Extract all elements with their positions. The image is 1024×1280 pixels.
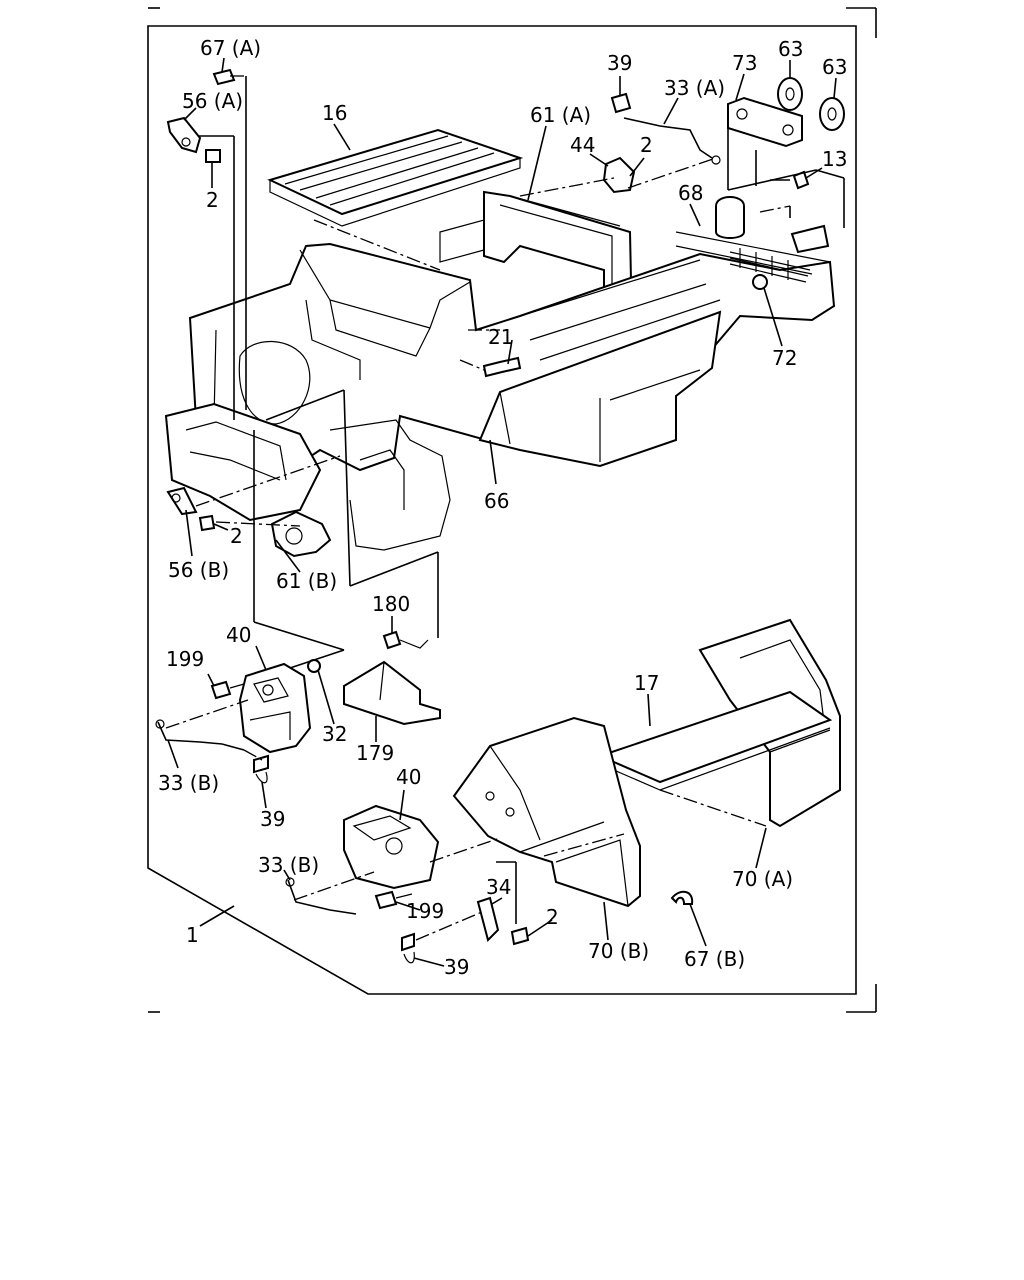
- callout-2c: 2: [230, 524, 243, 548]
- screw-180: [382, 630, 429, 650]
- screw-199a: [210, 680, 245, 700]
- callout-33a: 33 (A): [664, 76, 725, 100]
- callout-66: 66: [484, 489, 509, 513]
- clip-39a: [610, 92, 632, 114]
- clip-67b: [670, 890, 694, 905]
- bracket-56b: [166, 486, 198, 516]
- grommet-63b: [819, 97, 845, 131]
- callout-180: 180: [372, 592, 410, 616]
- grommet-63a: [777, 77, 803, 111]
- callout-33b-upper: 33 (B): [158, 771, 219, 795]
- callout-1: 1: [186, 923, 199, 947]
- callout-2a: 2: [206, 188, 219, 212]
- assembly-lines-upper: [195, 75, 845, 651]
- rod-33a: [623, 117, 721, 165]
- cover-179: [343, 660, 441, 726]
- callout-63a: 63: [778, 37, 803, 61]
- nut-72: [752, 274, 768, 290]
- rod-33b-upper: [155, 719, 245, 751]
- callout-68: 68: [678, 181, 703, 205]
- callout-17: 17: [634, 671, 659, 695]
- callout-labels: 67 (A) 56 (A) 2 16 39 33 (A) 73 63 63 61…: [158, 36, 847, 979]
- callout-44: 44: [570, 133, 595, 157]
- callout-70a: 70 (A): [732, 867, 793, 891]
- callout-72: 72: [772, 346, 797, 370]
- callout-32: 32: [322, 722, 347, 746]
- callout-61a: 61 (A): [530, 103, 591, 127]
- callout-39b: 39: [260, 807, 285, 831]
- assembly-border: [147, 25, 857, 995]
- duct-70b: [452, 716, 641, 908]
- rod-33b-lower: [285, 877, 357, 915]
- callout-67a: 67 (A): [200, 36, 261, 60]
- assembly-lines-lower-right: [293, 789, 767, 941]
- actuator-61b: [270, 510, 332, 558]
- callout-21: 21: [488, 325, 513, 349]
- clip-67a: [212, 68, 236, 86]
- fan-assembly-68: [715, 196, 830, 254]
- callout-34: 34: [486, 875, 511, 899]
- callout-39a: 39: [607, 51, 632, 75]
- actuator-40b: [343, 804, 440, 890]
- filter-16: [267, 128, 524, 227]
- callout-67b: 67 (B): [684, 947, 745, 971]
- callout-63b: 63: [822, 55, 847, 79]
- callout-39c: 39: [444, 955, 469, 979]
- callout-56a: 56 (A): [182, 89, 243, 113]
- callout-61b: 61 (B): [276, 569, 337, 593]
- callout-2b: 2: [640, 133, 653, 157]
- leader-lines: [167, 57, 837, 967]
- crop-marks: [148, 7, 877, 1013]
- screw-199b: [374, 890, 413, 910]
- bolt-21: [482, 356, 522, 378]
- callout-179: 179: [356, 741, 394, 765]
- callout-70b: 70 (B): [588, 939, 649, 963]
- clip-39c: [401, 932, 415, 964]
- grille: [729, 248, 811, 283]
- blower-housing: [164, 402, 451, 551]
- callout-73: 73: [732, 51, 757, 75]
- callout-56b: 56 (B): [168, 558, 229, 582]
- callout-16: 16: [322, 101, 347, 125]
- actuator-40a: [238, 662, 312, 754]
- bracket-34: [476, 896, 500, 942]
- clip-39b: [253, 754, 269, 784]
- assembly-lines-lower-left: [165, 649, 345, 761]
- callout-13: 13: [822, 147, 847, 171]
- callout-2d: 2: [546, 905, 559, 929]
- screw-2c: [198, 514, 216, 532]
- screw-2a: [205, 149, 221, 163]
- callout-40a: 40: [226, 623, 251, 647]
- callout-199a: 199: [166, 647, 204, 671]
- callout-33b-lower: 33 (B): [258, 853, 319, 877]
- callout-199b: 199: [406, 899, 444, 923]
- duct-66: [478, 310, 722, 468]
- screw-2d: [510, 926, 530, 946]
- bracket-56a: [166, 116, 202, 154]
- callout-40b: 40: [396, 765, 421, 789]
